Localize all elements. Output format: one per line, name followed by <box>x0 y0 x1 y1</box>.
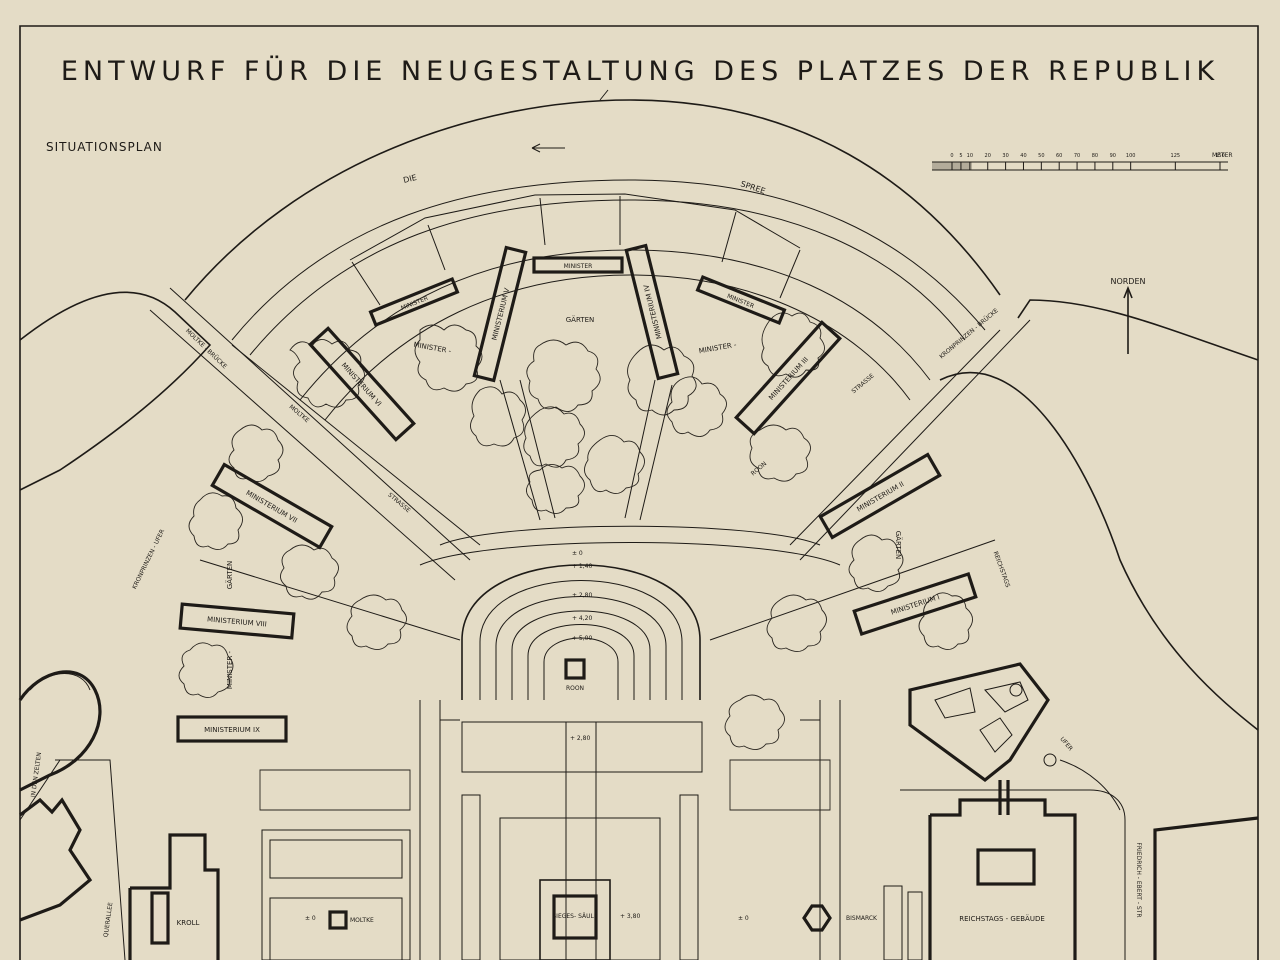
ministerium-6 <box>307 326 417 442</box>
garden-label-north: GÄRTEN <box>566 315 595 324</box>
reichstag-district: REICHSTAGS - GEBÄUDE <box>883 662 1259 960</box>
minister-building-right <box>695 274 787 326</box>
north-label: NORDEN <box>1110 277 1145 286</box>
ministerium-9 <box>176 715 288 743</box>
siegessaeule-base <box>539 879 611 960</box>
scale-tick-label: 70 <box>1074 153 1080 159</box>
north-arrow: NORDEN <box>1110 277 1146 354</box>
height-marker: + 2,80 <box>570 735 590 742</box>
street-label-friedrich-ebert: FRIEDRICH - EBERT - STR <box>1135 842 1142 917</box>
height-marker: ± 0 <box>738 915 749 922</box>
scale-tick-label: 20 <box>985 153 991 159</box>
garden-label-west-lower: GÄRTEN <box>225 561 234 590</box>
ministerium-3 <box>733 320 843 436</box>
scale-tick-label: 0 <box>950 153 953 159</box>
roon-monument-marker <box>564 658 586 680</box>
bismarck-monument <box>802 904 832 932</box>
scale-tick-label: 30 <box>1002 153 1008 159</box>
scale-tick-label: 50 <box>1038 153 1044 159</box>
scale-tick-label: 90 <box>1110 153 1116 159</box>
plan-title: ENTWURF FÜR DIE NEUGESTALTUNG DES PLATZE… <box>61 55 1219 87</box>
ministerium-2 <box>818 452 942 540</box>
siegessaeule-label: SIEGES- SÄULE <box>552 913 597 920</box>
west-district: KROLL <box>18 670 220 960</box>
forum-ring <box>231 179 986 421</box>
garden-label-east-lower: GÄRTEN <box>894 531 903 560</box>
height-marker: + 4,20 <box>572 615 592 622</box>
ministerium-8 <box>178 602 296 640</box>
height-markers: ± 0 + 1,40 + 2,80 + 4,20 + 5,00 + 2,80 +… <box>305 550 749 922</box>
scale-tick-label: 60 <box>1056 153 1062 159</box>
moltke-label: MOLTKE <box>350 917 374 924</box>
scale-tick-label: 150 <box>1215 153 1225 159</box>
radial-avenues <box>149 287 1031 960</box>
ministerium-4 <box>624 243 680 381</box>
height-marker: + 1,40 <box>572 563 592 570</box>
scale-tick-label: 5 <box>959 153 962 159</box>
minister-building-top-label: MINISTER <box>564 263 593 270</box>
bismarck-label: BISMARCK <box>846 915 878 922</box>
scale-tick-label: 100 <box>1126 153 1136 159</box>
ministerium-7 <box>210 462 334 550</box>
scale-unit: METER <box>1212 152 1233 159</box>
reichstag-label: REICHSTAGS - GEBÄUDE <box>959 914 1045 923</box>
height-marker: ± 0 <box>305 915 316 922</box>
roon-monument-label: ROON <box>566 685 584 692</box>
ministerium-5 <box>472 245 528 383</box>
height-marker: + 5,00 <box>572 635 592 642</box>
scale-tick-label: 10 <box>967 153 973 159</box>
scale-tick-label: 40 <box>1020 153 1026 159</box>
tree-clusters <box>178 312 973 811</box>
ministerium-9-label: MINISTERIUM IX <box>204 726 260 734</box>
central-axis: SIEGES- SÄULE BISMARCK MOLTKE <box>261 794 878 960</box>
kroll-building <box>130 833 220 960</box>
minister-building-left <box>368 276 460 328</box>
ministerium-1 <box>852 572 978 636</box>
moltke-monument <box>328 910 348 930</box>
height-marker: ± 0 <box>572 550 583 557</box>
street-label-querallee: QUERALLEE <box>103 902 115 938</box>
height-marker: + 2,80 <box>572 592 592 599</box>
scale-tick-label: 125 <box>1171 153 1181 159</box>
plan-subtitle: SITUATIONSPLAN <box>46 140 163 154</box>
garden-label-southwest: MINISTER - <box>226 650 234 689</box>
scale-tick-label: 80 <box>1092 153 1098 159</box>
height-marker: + 3,80 <box>620 913 640 920</box>
triangular-garden <box>908 662 1050 783</box>
kroll-label: KROLL <box>177 919 200 927</box>
spree-river: DIE SPREE <box>19 89 1259 731</box>
sheet-border <box>19 25 1259 960</box>
river-label-die: DIE <box>402 173 417 185</box>
reichstag-building <box>930 798 1077 960</box>
minister-building-top <box>532 256 624 274</box>
